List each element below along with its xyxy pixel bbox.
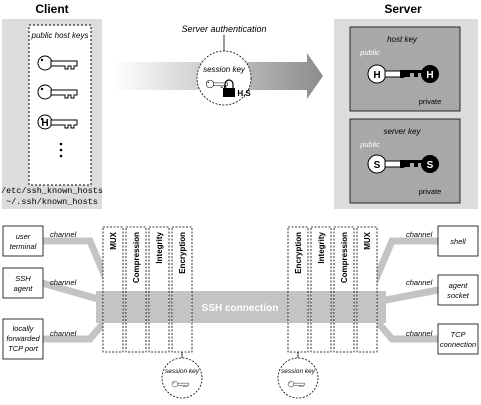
server-channel-1-label: channel xyxy=(406,230,433,239)
server-key-private-icon: S xyxy=(400,155,439,173)
public-host-keys-box xyxy=(28,24,92,186)
server-key-label: server key xyxy=(384,127,422,136)
client-layer-mux: MUX xyxy=(109,231,118,249)
public-host-keys-label: public host keys xyxy=(31,31,89,40)
left-session-key-circle xyxy=(161,357,203,399)
server-layer-encryption: Encryption xyxy=(294,232,303,274)
client-file-1: /etc/ssh_known_hosts xyxy=(1,186,103,196)
server-key-public-label: public xyxy=(359,140,380,149)
server-key-private-label: private xyxy=(419,187,442,196)
client-channel-1-label: channel xyxy=(50,230,77,239)
client-endpoint-3-line-2: forwarded xyxy=(6,334,40,343)
server-layer-mux: MUX xyxy=(363,231,372,249)
client-endpoint-3-line-3: TCP port xyxy=(8,344,39,353)
channel-lines xyxy=(41,237,439,343)
host-key-letter-public: H xyxy=(373,70,380,81)
server-endpoint-3-line-2: connection xyxy=(440,340,476,349)
server-layer-compression: Compression xyxy=(340,232,349,283)
host-key-letter-private: H xyxy=(426,70,433,81)
client-file-2: ~/.ssh/known_hosts xyxy=(6,197,98,207)
left-session-key-label: session key xyxy=(165,368,200,375)
server-channel-3-label: channel xyxy=(406,329,433,338)
client-title: Client xyxy=(35,2,68,16)
server-endpoint-box-2 xyxy=(437,274,479,306)
server-endpoint-box-3 xyxy=(437,323,479,355)
host-key-private-label: private xyxy=(419,97,442,106)
right-session-key-circle xyxy=(277,357,319,399)
client-endpoint-3-line-1: locally xyxy=(13,324,35,333)
host-key-private-icon: H xyxy=(400,65,439,83)
client-endpoint-1-line-2: terminal xyxy=(10,242,37,251)
client-layer-integrity: Integrity xyxy=(155,231,164,263)
client-layer-encryption: Encryption xyxy=(178,232,187,274)
auth-session-key-label: session key xyxy=(203,65,246,74)
server-endpoint-2-line-1: agent xyxy=(449,281,469,290)
server-title: Server xyxy=(384,2,422,16)
server-authentication-label: Server authentication xyxy=(181,24,266,34)
client-key-3-icon: H xyxy=(37,114,78,130)
server-layer-integrity: Integrity xyxy=(317,231,326,263)
client-endpoint-box-2 xyxy=(2,267,44,299)
client-key-letter: H xyxy=(41,118,48,129)
more-keys-dots xyxy=(59,142,63,158)
lock-label: H,S xyxy=(237,89,251,98)
host-key-public-label: public xyxy=(359,48,380,57)
server-endpoint-3-line-1: TCP xyxy=(451,330,466,339)
host-key-box xyxy=(349,26,461,112)
host-key-label: host key xyxy=(387,35,418,44)
client-layer-compression: Compression xyxy=(132,232,141,283)
client-channel-3-label: channel xyxy=(50,329,77,338)
client-endpoint-2-line-1: SSH xyxy=(15,274,31,283)
client-channel-2-label: channel xyxy=(50,278,77,287)
lock-icon xyxy=(223,79,235,97)
client-endpoint-box-1 xyxy=(2,225,44,257)
server-endpoint-1-line-1: shell xyxy=(450,237,466,246)
layer-band-overlay xyxy=(103,291,377,323)
server-endpoint-box-1 xyxy=(437,225,479,257)
client-endpoint-1-line-1: user xyxy=(16,232,31,241)
auth-session-key-circle xyxy=(196,50,252,106)
client-endpoint-2-line-2: agent xyxy=(14,284,34,293)
server-key-letter-public: S xyxy=(374,160,381,171)
ssh-connection-label: SSH connection xyxy=(202,303,279,314)
server-key-letter-private: S xyxy=(427,160,434,171)
server-endpoint-2-line-2: socket xyxy=(447,291,470,300)
client-endpoint-box-3 xyxy=(2,318,44,360)
right-session-key-label: session key xyxy=(281,368,316,375)
server-channel-2-label: channel xyxy=(406,278,433,287)
